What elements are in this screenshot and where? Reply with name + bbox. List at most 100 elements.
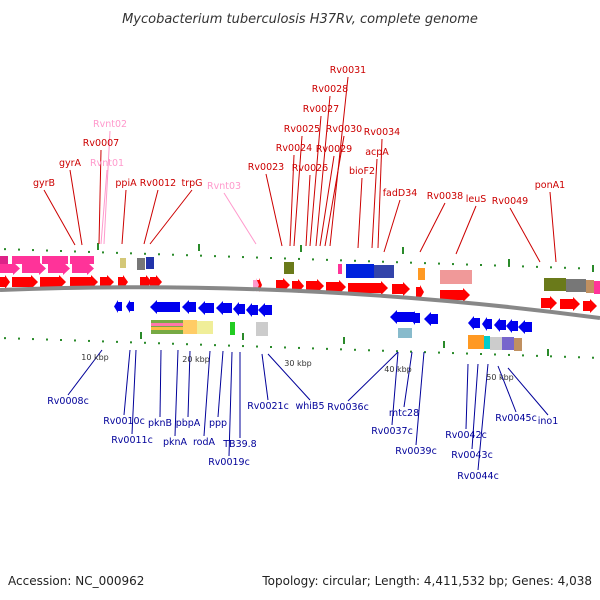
reverse-gene-arrow <box>182 300 196 314</box>
major-tick <box>547 349 549 356</box>
tick-dot <box>312 347 314 350</box>
feature-block <box>346 264 374 278</box>
kbp-tick-label: 50 kbp <box>486 373 514 382</box>
major-tick <box>592 265 594 272</box>
reverse-gene-arrow <box>468 316 480 330</box>
feature-block <box>70 256 94 264</box>
tick-dot <box>32 338 34 341</box>
reverse-gene-label: Rv0043c <box>451 450 493 461</box>
forward-gene-arrow <box>40 275 66 289</box>
reverse-gene-arrow <box>518 320 532 334</box>
forward-gene-arrow <box>440 288 470 302</box>
tick-dot <box>284 346 286 349</box>
forward-gene-arrow <box>392 282 410 296</box>
feature-block <box>468 335 484 349</box>
forward-gene-label: ponA1 <box>535 180 565 191</box>
tick-dot <box>102 251 104 254</box>
label-leader <box>203 350 211 437</box>
reverse-gene-arrow <box>216 301 232 315</box>
tick-dot <box>424 351 426 354</box>
forward-gene-label: Rv0049 <box>492 196 528 207</box>
tick-dot <box>312 258 314 261</box>
tick-dot <box>480 264 482 266</box>
tick-dot <box>508 353 510 356</box>
forward-gene-label: Rvnt02 <box>93 119 127 130</box>
feature-block <box>566 279 586 292</box>
label-leader <box>497 365 517 413</box>
forward-gene-arrow <box>326 280 346 294</box>
tick-dot <box>354 348 356 351</box>
tick-dot <box>60 250 62 252</box>
reverse-gene-label: Rv0036c <box>327 402 369 413</box>
label-leader <box>455 205 477 255</box>
reverse-gene-arrow <box>424 312 438 326</box>
label-leader <box>149 189 193 245</box>
forward-gene-arrow <box>541 296 557 310</box>
major-tick <box>300 245 302 252</box>
tick-dot <box>228 344 230 347</box>
label-leader <box>289 154 295 247</box>
forward-gene-label: Rv0030 <box>326 124 362 135</box>
tick-dot <box>186 343 188 346</box>
label-leader <box>319 155 335 247</box>
forward-gene-arrow <box>70 275 98 289</box>
tick-dot <box>564 266 566 269</box>
label-leader <box>509 207 541 263</box>
forward-gene-label: trpG <box>181 178 202 189</box>
feature-block <box>120 258 126 268</box>
reverse-gene-label: rodA <box>193 437 216 448</box>
forward-gene-label: Rv0024 <box>276 143 312 154</box>
major-tick <box>140 332 142 339</box>
tick-dot <box>466 352 468 355</box>
reverse-features <box>114 300 532 351</box>
forward-gene-arrow <box>348 281 388 295</box>
reverse-gene-label: Rv0039c <box>395 446 437 457</box>
forward-gene-label: Rv0023 <box>248 162 284 173</box>
tick-dot <box>480 353 482 355</box>
reverse-gene-arrow <box>233 302 245 316</box>
label-leader <box>103 130 111 245</box>
tick-dot <box>382 260 384 263</box>
label-leader <box>100 169 108 245</box>
forward-gene-label: Rv0031 <box>330 65 366 76</box>
forward-gene-label: fadD34 <box>383 188 418 199</box>
label-leader <box>174 349 179 437</box>
feature-block <box>502 337 514 350</box>
reverse-gene-label: Rv0042c <box>445 430 487 441</box>
feature-block <box>398 328 412 338</box>
reverse-gene-label: Rv0010c <box>103 416 145 427</box>
feature-block <box>137 258 145 270</box>
reverse-gene-arrow <box>258 303 272 317</box>
label-leader <box>507 367 549 416</box>
label-leader <box>261 353 269 401</box>
tick-dot <box>242 345 244 348</box>
major-tick <box>242 333 244 340</box>
forward-gene-label: leuS <box>466 194 487 205</box>
tick-dot <box>214 255 216 258</box>
label-leader <box>383 199 401 253</box>
tick-dot <box>452 263 454 266</box>
feature-block <box>544 278 566 291</box>
tick-dot <box>368 260 370 263</box>
tick-dot <box>368 349 370 352</box>
tick-dot <box>242 256 244 259</box>
reverse-gene-label: Rv0021c <box>247 401 289 412</box>
forward-gene-label: gyrB <box>33 178 55 189</box>
forward-gene-label: Rv0012 <box>140 178 176 189</box>
feature-block <box>0 256 8 264</box>
tick-dot <box>74 339 76 342</box>
forward-gene-label: acpA <box>365 147 389 158</box>
tick-dot <box>438 262 440 265</box>
tick-dot <box>284 257 286 260</box>
label-leader <box>309 115 322 247</box>
feature-block <box>151 323 183 326</box>
label-leader <box>228 351 233 457</box>
forward-gene-label: Rv0028 <box>312 84 348 95</box>
tick-dot <box>18 337 20 340</box>
tick-dot <box>158 342 160 345</box>
label-leader <box>415 351 425 446</box>
feature-block <box>42 256 68 264</box>
reverse-gene-arrow <box>150 300 180 314</box>
